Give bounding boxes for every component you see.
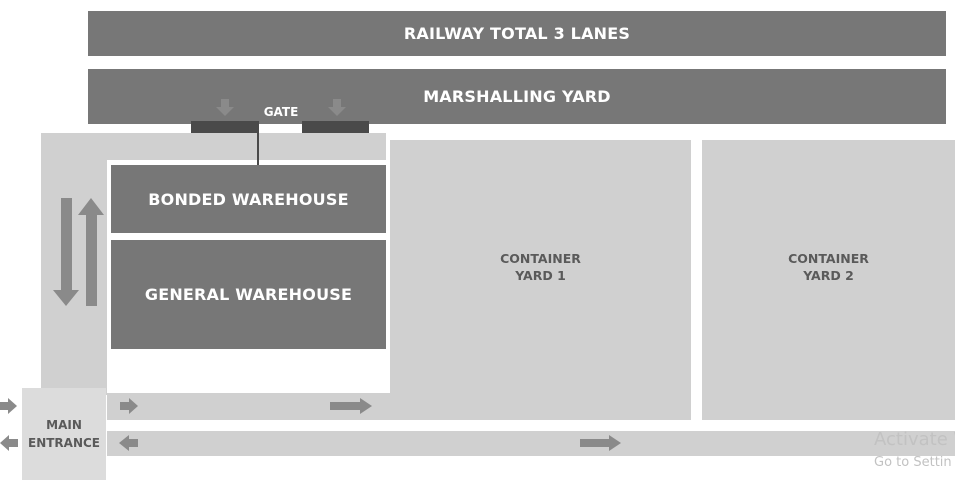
bonded-warehouse-block: BONDED WAREHOUSE [111, 165, 386, 233]
bonded-warehouse-label: BONDED WAREHOUSE [148, 189, 349, 209]
gate-down-arrow-left-icon [216, 99, 234, 116]
marshalling-yard-label: MARSHALLING YARD [423, 87, 611, 106]
right-arrow-small-icon [120, 398, 138, 414]
down-arrow-icon [53, 198, 79, 306]
main-entrance-area: MAIN ENTRANCE [22, 388, 106, 480]
right-arrow-bottom-icon [580, 435, 621, 451]
railway-block: RAILWAY TOTAL 3 LANES [88, 11, 946, 56]
general-warehouse-label: GENERAL WAREHOUSE [144, 285, 353, 304]
left-arrow-bottom-icon [119, 435, 138, 451]
entrance-out-arrow-icon [0, 435, 18, 451]
up-arrow-icon [78, 198, 104, 306]
right-arrow-long-icon [330, 398, 372, 414]
entrance-in-arrow-icon [0, 398, 17, 414]
gate-bar-right [302, 121, 369, 133]
gate-down-arrow-right-icon [328, 99, 346, 116]
container-yard-2-label: CONTAINER YARD 2 [788, 251, 869, 283]
container-yard-1-label: CONTAINER YARD 1 [500, 251, 581, 283]
main-entrance-label: MAIN ENTRANCE [28, 418, 100, 450]
top-road [41, 133, 386, 160]
gate-bar-left [191, 121, 259, 133]
gate-label: GATE [263, 105, 299, 119]
container-yard-1-block: CONTAINER YARD 1 [390, 140, 691, 420]
railway-label: RAILWAY TOTAL 3 LANES [403, 24, 631, 43]
watermark-line-1: Activate W [874, 429, 955, 450]
watermark-line-2: Go to Settin [874, 455, 952, 470]
general-warehouse-block: GENERAL WAREHOUSE [111, 240, 386, 349]
container-yard-2-block: CONTAINER YARD 2 [702, 140, 955, 420]
marshalling-yard-block: MARSHALLING YARD [88, 69, 946, 124]
gate-connector-line [257, 133, 259, 165]
bottom-road-lane [107, 431, 955, 456]
